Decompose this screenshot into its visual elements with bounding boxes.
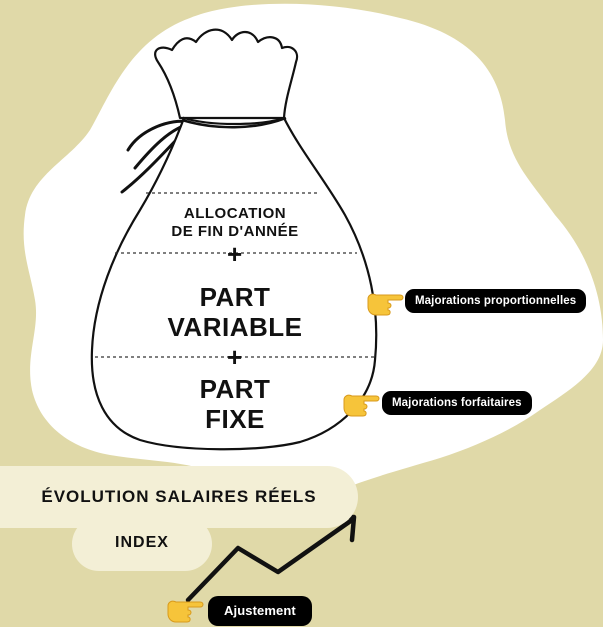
section-top-line2: DE FIN D'ANNÉE	[171, 223, 299, 240]
section-top-line1: ALLOCATION	[183, 205, 287, 222]
section-variable-part: PART VARIABLE	[140, 284, 330, 340]
rising-arrow-icon	[185, 517, 355, 603]
plus-sign-2: +	[227, 342, 243, 372]
pointing-hand-icon	[343, 394, 380, 417]
bag-body	[90, 116, 378, 451]
section-bottom-line2: FIXE	[205, 404, 265, 434]
cloud-index: INDEX	[72, 517, 212, 571]
section-bottom-line1: PART	[199, 374, 271, 404]
section-mid-line1: PART	[199, 282, 271, 312]
bag-tie-band	[181, 116, 287, 129]
plus-sign-1: +	[227, 239, 243, 269]
pointing-hand-icon	[367, 293, 404, 316]
bag-neck	[154, 28, 299, 120]
section-fixed-part: PART FIXE	[150, 376, 320, 432]
label-flat-increases: Majorations forfaitaires	[382, 391, 532, 415]
label-proportional-increases: Majorations proportionnelles	[405, 289, 587, 313]
label-adjustment: Ajustement	[208, 596, 312, 626]
section-end-of-year-allowance: ALLOCATION DE FIN D'ANNÉE	[160, 206, 310, 239]
pointing-hand-icon	[167, 600, 204, 623]
section-mid-line2: VARIABLE	[167, 312, 303, 342]
